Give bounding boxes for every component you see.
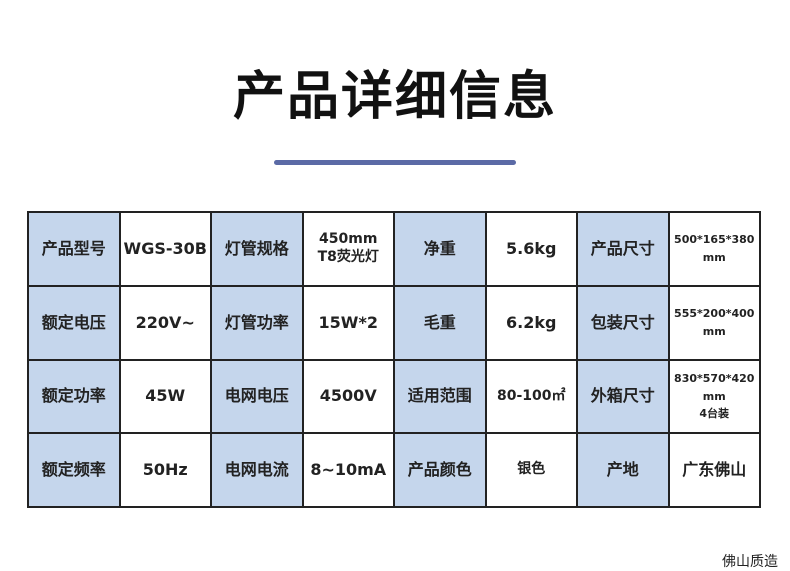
- table-cell-value: 555*200*400 mm: [669, 286, 761, 361]
- table-cell-value: 50Hz: [120, 434, 212, 508]
- table-cell-value: 银色: [486, 434, 578, 508]
- table-cell-value: 80-100㎡: [486, 360, 578, 435]
- table-cell-label: 产品颜色: [395, 434, 487, 508]
- table-cell-value: 5.6kg: [486, 213, 578, 287]
- table-cell-value: 4500V: [303, 360, 395, 435]
- table-cell-value: 220V~: [120, 286, 212, 361]
- table-cell-label: 额定频率: [29, 434, 121, 508]
- table-cell-value: 45W: [120, 360, 212, 435]
- table-cell-label: 净重: [395, 213, 487, 287]
- table-cell-label: 电网电压: [212, 360, 304, 435]
- table-cell-value: 8~10mA: [303, 434, 395, 508]
- table-cell-value: 450mm T8荧光灯: [303, 213, 395, 287]
- table-cell-label: 包装尺寸: [578, 286, 670, 361]
- table-cell-value: 15W*2: [303, 286, 395, 361]
- table-cell-value: 500*165*380 mm: [669, 213, 761, 287]
- table-cell-label: 毛重: [395, 286, 487, 361]
- table-cell-label: 电网电流: [212, 434, 304, 508]
- table-cell-label: 灯管规格: [212, 213, 304, 287]
- table-cell-value: 广东佛山: [669, 434, 761, 508]
- spec-table: 产品型号 WGS-30B 灯管规格 450mm T8荧光灯 净重 5.6kg 产…: [27, 211, 761, 508]
- table-cell-value: WGS-30B: [120, 213, 212, 287]
- table-cell-label: 额定功率: [29, 360, 121, 435]
- table-cell-label: 产品尺寸: [578, 213, 670, 287]
- table-cell-label: 额定电压: [29, 286, 121, 361]
- page-title: 产品详细信息: [232, 67, 557, 127]
- table-cell-value: 6.2kg: [486, 286, 578, 361]
- table-cell-value: 830*570*420 mm 4台装: [669, 360, 761, 435]
- table-cell-label: 适用范围: [395, 360, 487, 435]
- table-cell-label: 外箱尺寸: [578, 360, 670, 435]
- footer-text: 佛山质造: [722, 554, 778, 570]
- table-cell-label: 产地: [578, 434, 670, 508]
- title-underline: [274, 160, 516, 165]
- table-cell-label: 灯管功率: [212, 286, 304, 361]
- table-cell-label: 产品型号: [29, 213, 121, 287]
